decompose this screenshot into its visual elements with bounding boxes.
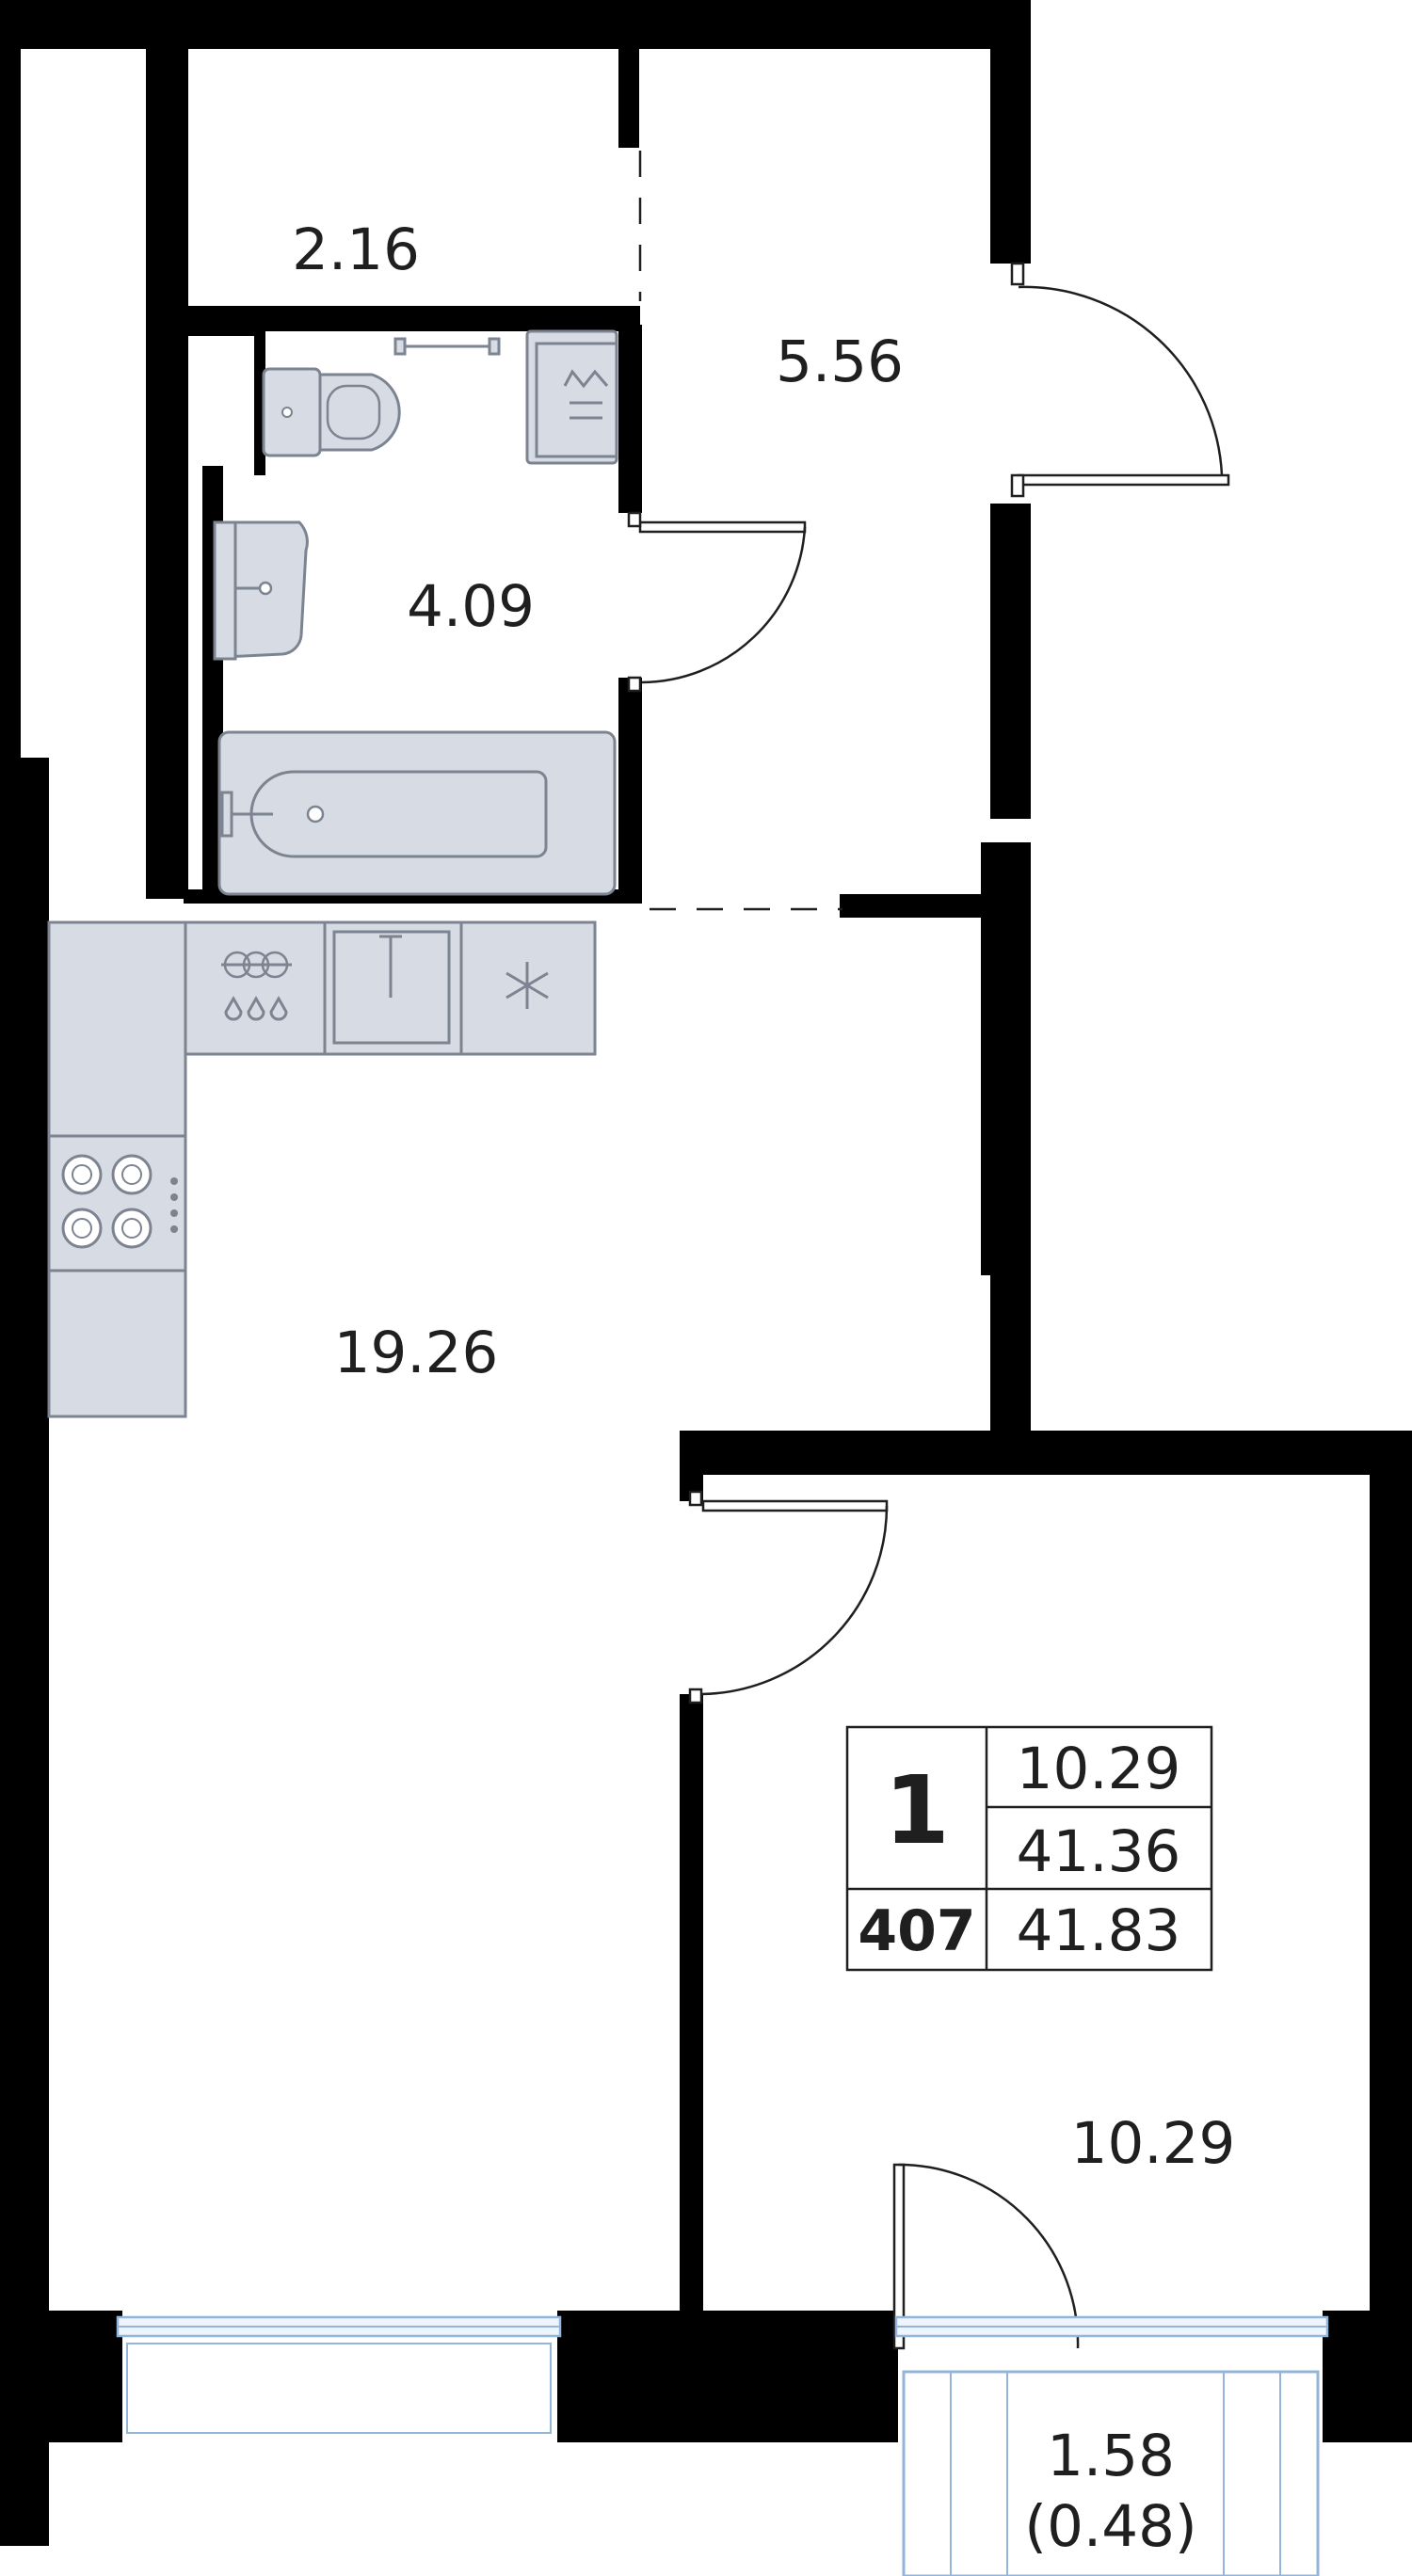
wall-bedroom-top [680, 1431, 1412, 1475]
rooms-count: 1 [884, 1755, 950, 1865]
towel-rail [393, 337, 501, 356]
wall-shaft [146, 0, 188, 899]
wall-right-long [990, 1261, 1031, 1449]
washing-machine [525, 329, 618, 465]
total-area: 41.36 [1017, 1818, 1181, 1885]
area-label-balcony-reduced: (0.48) [1024, 2493, 1196, 2560]
wall-corridor-left [21, 758, 49, 880]
total-area-with-balcony: 41.83 [1017, 1897, 1181, 1964]
wall-bottom-left [0, 2311, 122, 2442]
wall-kitchen-stub [842, 896, 993, 915]
area-label-storage: 2.16 [292, 216, 420, 283]
area-label-bedroom: 10.29 [1071, 2110, 1236, 2177]
wall-hall-right-mid [990, 504, 1031, 819]
bathroom-door[interactable] [627, 511, 807, 693]
kitchen-sink [332, 930, 451, 1045]
wall-bath-right-upper [618, 325, 642, 513]
area-label-balcony: 1.58 [1047, 2423, 1175, 2489]
area-label-kitchen-living: 19.26 [334, 1320, 499, 1386]
dishwasher-icon [221, 951, 292, 1021]
area-label-bathroom: 4.09 [407, 573, 535, 640]
balcony-door[interactable] [892, 2163, 1080, 2350]
window-bedroom [894, 2315, 1329, 2338]
wall-bedroom-right [1370, 1431, 1412, 2442]
living-area: 10.29 [1017, 1736, 1181, 1802]
snowflake-icon [505, 962, 549, 1009]
area-label-hall: 5.56 [776, 328, 904, 395]
toilet [262, 367, 401, 457]
window-living [116, 2315, 562, 2434]
hob [61, 1154, 178, 1249]
apartment-number: 407 [858, 1898, 975, 1964]
bathtub [217, 730, 617, 896]
sink [213, 520, 309, 661]
bedroom-door[interactable] [688, 1490, 889, 1704]
wall-storage-door-stub [618, 49, 639, 148]
wall-bedroom-left-lower [680, 1694, 703, 2320]
wall-bath-left-upper [184, 325, 259, 336]
wall-outer-left-lower [0, 758, 49, 2546]
entrance-door[interactable] [1010, 262, 1230, 498]
wall-bottom-right [1323, 2311, 1412, 2442]
apartment-summary-table: 1 407 10.29 41.36 41.83 [845, 1725, 1213, 1972]
balcony [902, 2370, 1320, 2576]
wall-outer-left-top [0, 0, 21, 762]
wall-top-right [990, 0, 1031, 264]
wall-bath-right-lower [618, 678, 642, 904]
wall-bottom-mid [557, 2311, 898, 2442]
